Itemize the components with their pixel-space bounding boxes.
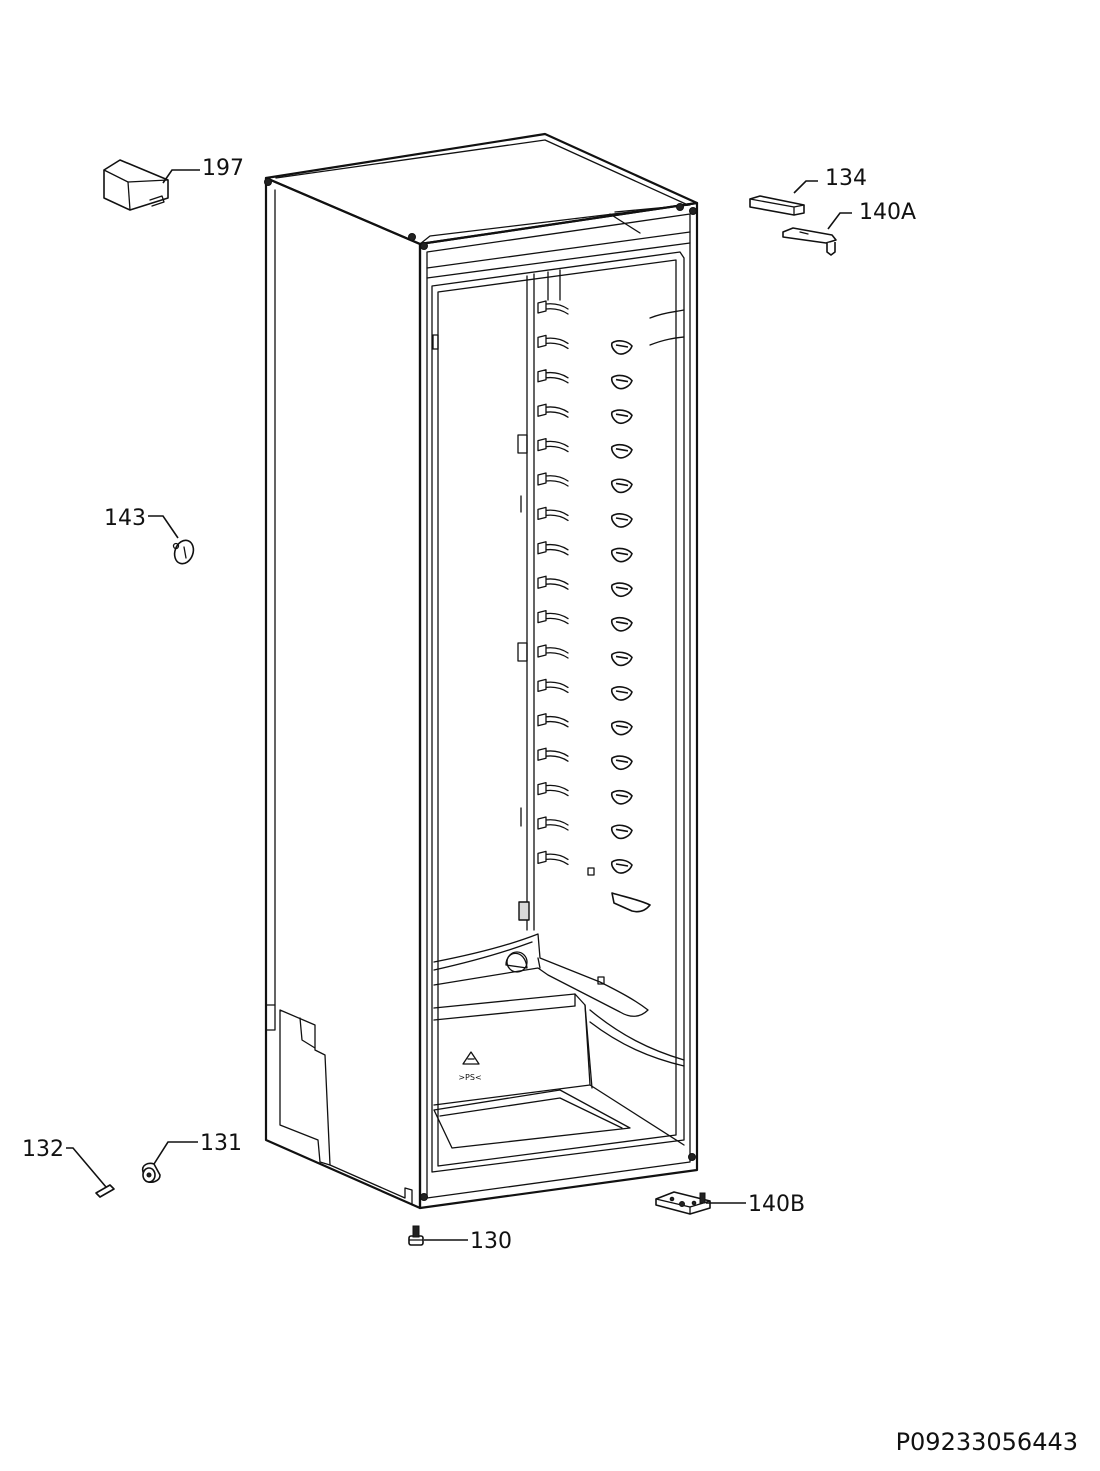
shelf-hook	[537, 816, 569, 831]
screw	[420, 242, 428, 250]
shelf-tab	[610, 859, 633, 874]
shelf-tab	[610, 651, 633, 667]
shelf-tab	[610, 443, 633, 459]
callout-134: 134	[825, 166, 867, 191]
shelf-hook	[537, 369, 569, 384]
screw	[408, 233, 416, 241]
wall-clip-upper	[517, 434, 528, 454]
shelf-hook	[537, 300, 569, 315]
shelf-tab	[610, 789, 633, 805]
part-130-adjustable-foot	[408, 1225, 424, 1246]
wall-clip-lower	[517, 642, 528, 662]
shelf-tab	[610, 409, 633, 425]
shelf-tab	[610, 340, 633, 355]
shelf-hook	[537, 850, 569, 866]
shelf-hook	[537, 678, 569, 694]
shelf-hook	[537, 609, 569, 625]
screw	[420, 1193, 428, 1201]
callout-197: 197	[202, 156, 244, 181]
screw	[676, 203, 684, 211]
shelf-tab	[610, 513, 633, 528]
lower-shelf-rail	[611, 892, 651, 913]
shelf-hook	[537, 541, 569, 556]
side-bracket	[279, 1009, 331, 1166]
shelf-tab	[610, 374, 633, 390]
callout-132: 132	[22, 1137, 64, 1162]
drawing-number: P09233056443	[896, 1428, 1078, 1456]
shelf-tab	[610, 686, 633, 701]
part-140b-lower-hinge	[655, 1191, 711, 1215]
screw	[689, 207, 697, 215]
part-140a-upper-hinge	[782, 227, 837, 256]
cabinet: >PS<	[264, 132, 699, 1210]
wall-clip-bottom	[518, 901, 530, 921]
crisper-shelf	[433, 933, 649, 1017]
shelf-tab	[610, 755, 633, 771]
callout-140b: 140B	[748, 1192, 805, 1217]
callout-143: 143	[104, 506, 146, 531]
shelf-tab	[610, 478, 633, 494]
part-131-bushing	[141, 1162, 161, 1183]
shelf-hook	[537, 437, 569, 453]
shelf-hook	[537, 403, 569, 418]
shelf-hook	[537, 781, 569, 797]
part-132-pin	[95, 1184, 115, 1198]
shelf-hook	[537, 472, 569, 487]
inner-liner	[431, 251, 685, 1173]
shelf-tab	[610, 824, 633, 840]
shelf-tab	[610, 582, 633, 598]
shelf-tab	[610, 547, 633, 563]
recycle-mark: >PS<	[458, 1051, 482, 1082]
shelf-hook	[537, 644, 569, 659]
part-143-cap	[172, 539, 195, 565]
screw	[688, 1153, 696, 1161]
callout-140a: 140A	[859, 200, 916, 225]
part-134-cover-strip	[749, 195, 805, 216]
crisper-drawer	[433, 993, 591, 1106]
shelf-hook	[537, 334, 569, 350]
shelf-tab	[610, 616, 633, 632]
shelf-support-hooks	[537, 300, 569, 866]
callout-131: 131	[200, 1131, 242, 1156]
cabinet-left-side	[264, 176, 422, 1210]
cabinet-front-frame	[418, 201, 699, 1210]
shelf-hook	[537, 713, 569, 728]
shelf-tab	[610, 720, 633, 736]
part-197-hinge-cover	[103, 159, 169, 211]
shelf-support-tabs	[610, 340, 633, 874]
shelf-hook	[537, 747, 569, 762]
screw	[264, 178, 272, 186]
callout-130: 130	[470, 1229, 512, 1254]
shelf-hook	[537, 575, 569, 590]
recycle-label: >PS<	[458, 1073, 481, 1082]
shelf-hook	[537, 506, 569, 522]
